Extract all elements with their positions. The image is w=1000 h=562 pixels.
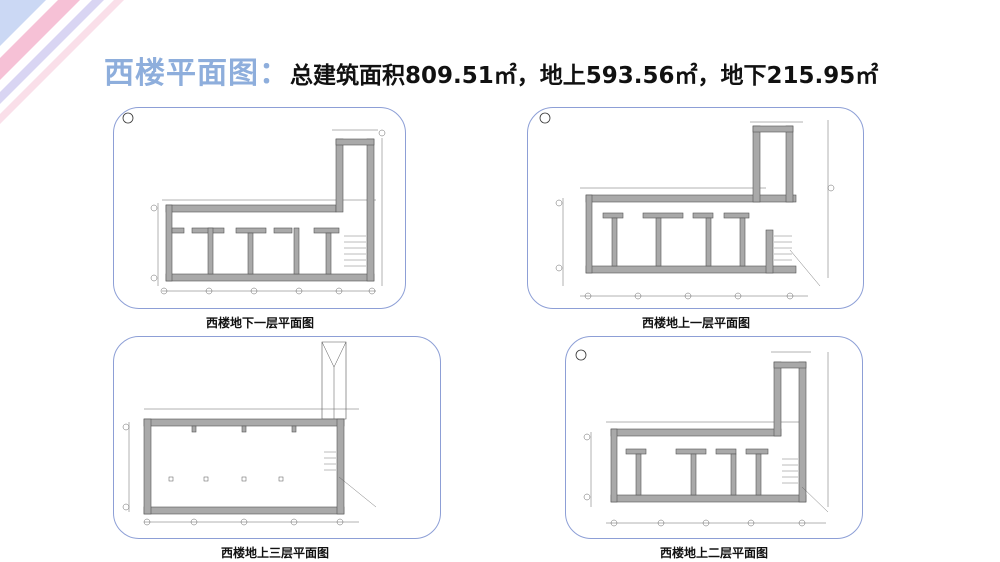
- plan-panel-basement[interactable]: [113, 107, 406, 309]
- floor-plan-basement-drawing: [122, 112, 386, 295]
- page-title: 西楼平面图： 总建筑面积809.51㎡，地上593.56㎡，地下215.95㎡: [104, 48, 879, 91]
- corner-decoration: [0, 0, 124, 124]
- plan-panel-ground-floor[interactable]: [527, 107, 864, 309]
- plan-panel-second-floor[interactable]: [565, 336, 863, 539]
- floor-plan-third-floor-drawing: [122, 341, 377, 526]
- title-area-summary: 总建筑面积809.51㎡，地上593.56㎡，地下215.95㎡: [290, 63, 879, 89]
- plan-caption-ground-floor: 西楼地上一层平面图: [641, 316, 750, 330]
- plan-caption-second-floor: 西楼地上二层平面图: [659, 546, 768, 560]
- plan-caption-third-floor: 西楼地上三层平面图: [220, 546, 329, 560]
- title-key: 西楼平面图：: [104, 56, 290, 91]
- floor-plan-ground-floor-drawing: [539, 112, 835, 300]
- plan-caption-basement: 西楼地下一层平面图: [205, 316, 314, 330]
- plan-panel-third-floor[interactable]: [113, 336, 441, 539]
- floor-plan-second-floor-drawing: [575, 349, 829, 527]
